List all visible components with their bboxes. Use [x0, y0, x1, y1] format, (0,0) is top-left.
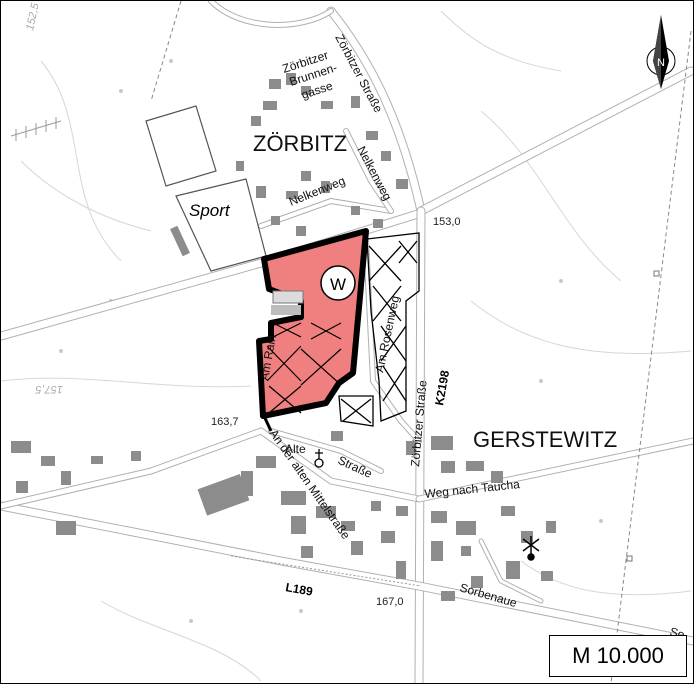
road-k2198: K2198: [432, 369, 452, 407]
buildings: [11, 73, 556, 601]
street-zoerbitzer-south: Zörbitzer Straße: [408, 379, 430, 467]
place-gerstewitz: GERSTEWITZ: [473, 427, 617, 452]
north-label: N: [657, 57, 665, 69]
place-zoerbitz: ZÖRBITZ: [253, 131, 347, 156]
area-symbol: W: [330, 275, 346, 294]
field-tracks: [150, 1, 692, 683]
elevation-152-faint: 152,5: [24, 1, 42, 31]
hatched-rows: [10, 117, 422, 587]
north-arrow-icon: N: [646, 15, 676, 89]
hatched-areas: [338, 232, 420, 427]
street-weg-nach-taucha: Weg nach Taucha: [424, 477, 521, 501]
elevation-157-faint: 157,5: [35, 383, 63, 395]
contour-lines: [1, 10, 692, 682]
road-l189: L189: [284, 580, 314, 599]
label-sport: Sport: [189, 201, 231, 220]
scale-label: M 10.000: [549, 635, 687, 677]
street-am-rosenweg: Am Rosenweg: [372, 294, 402, 373]
planning-site: W: [256, 228, 369, 432]
church-icon: [522, 536, 540, 561]
elevation-167: 167,0: [376, 596, 404, 608]
street-alte-1: Alte: [285, 442, 306, 456]
elevation-163: 163,7: [211, 416, 239, 428]
track-markers: [626, 270, 660, 562]
sport-fields: [145, 105, 267, 272]
elevation-153: 153,0: [433, 216, 461, 228]
area-symbol-circle: [320, 265, 356, 301]
memorial-icon: [314, 449, 324, 468]
